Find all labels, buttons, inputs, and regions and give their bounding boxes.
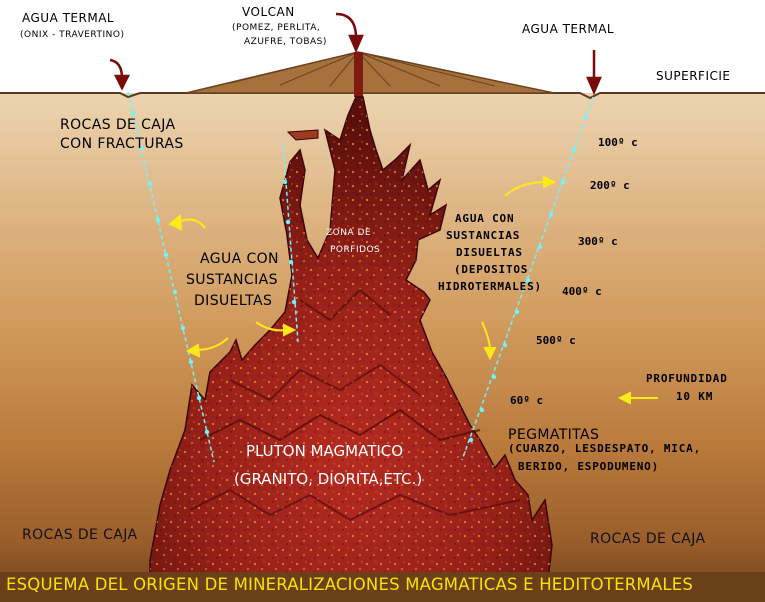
label-pegmatitas-sub-1: (CUARZO, LESDESPATO, MICA,	[508, 443, 701, 456]
label-pegmatitas-sub-2: BERIDO, ESPODUMENO)	[518, 461, 659, 474]
label-rocas-fracturas-1: ROCAS DE CAJA	[60, 117, 176, 133]
label-agua-termal-left: AGUA TERMAL	[22, 12, 114, 26]
label-rocas-fracturas-2: CON FRACTURAS	[60, 136, 184, 152]
label-agua-con-left-3: DISUELTAS	[194, 293, 272, 309]
label-rocas-left: ROCAS DE CAJA	[22, 527, 138, 543]
label-volcan: VOLCAN	[242, 6, 295, 20]
label-agua-termal-left-sub: (ONIX - TRAVERTINO)	[20, 30, 125, 40]
label-temp-400: 400º c	[562, 286, 602, 299]
label-volcan-sub-1: (POMEZ, PERLITA,	[232, 23, 320, 33]
label-pegmatitas: PEGMATITAS	[508, 427, 599, 443]
label-zona-porfidos-1: ZONA DE	[326, 228, 371, 238]
volcano-conduit	[354, 52, 363, 97]
label-rocas-right: ROCAS DE CAJA	[590, 531, 706, 547]
label-profundidad-2: 10 KM	[676, 391, 713, 404]
caption: ESQUEMA DEL ORIGEN DE MINERALIZACIONES M…	[6, 575, 693, 594]
label-agua-con-right-4: (DEPOSITOS	[454, 264, 528, 277]
label-temp-60: 60º c	[510, 395, 543, 408]
label-temp-300: 300º c	[578, 236, 618, 249]
label-temp-500: 500º c	[536, 335, 576, 348]
label-agua-con-left-1: AGUA CON	[200, 251, 279, 267]
label-agua-con-right-1: AGUA CON	[455, 213, 514, 226]
label-agua-con-left-2: SUSTANCIAS	[186, 272, 278, 288]
label-zona-porfidos-2: PORFIDOS	[330, 245, 380, 255]
label-pluton-1: PLUTON MAGMATICO	[246, 443, 403, 460]
label-temp-100: 100º c	[598, 137, 638, 150]
label-volcan-sub-2: AZUFRE, TOBAS)	[244, 37, 327, 47]
label-agua-termal-right: AGUA TERMAL	[522, 23, 614, 37]
label-superficie: SUPERFICIE	[656, 70, 731, 84]
label-agua-con-right-3: DISUELTAS	[456, 247, 523, 260]
label-pluton-2: (GRANITO, DIORITA,ETC.)	[234, 471, 422, 488]
label-temp-200: 200º c	[590, 180, 630, 193]
label-agua-con-right-2: SUSTANCIAS	[446, 230, 520, 243]
label-agua-con-right-5: HIDROTERMALES)	[438, 281, 542, 294]
label-profundidad-1: PROFUNDIDAD	[646, 373, 728, 386]
